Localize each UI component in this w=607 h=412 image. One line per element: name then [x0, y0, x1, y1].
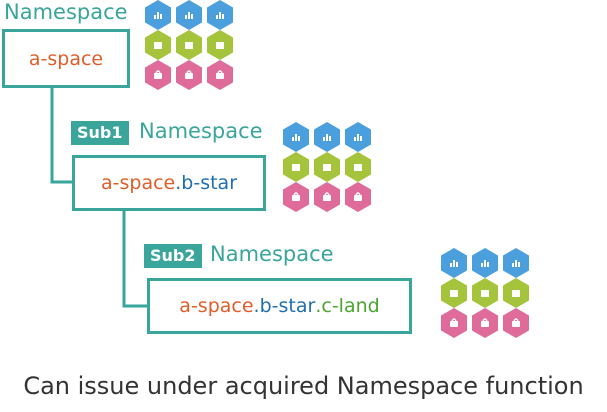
- name-segment: c-land: [321, 295, 380, 317]
- hexagon-tile: [314, 152, 340, 182]
- hexagon-tile: [503, 248, 529, 278]
- bag-icon: [292, 192, 300, 201]
- hexagon-tile: [207, 60, 233, 90]
- hexagon-tile: [283, 152, 309, 182]
- hexagon-grid-level1: [145, 0, 233, 90]
- hexagon-tile: [472, 248, 498, 278]
- hexagon-tile: [472, 278, 498, 308]
- hexagon-tile: [176, 60, 202, 90]
- connector-level1-to-level2: [50, 88, 72, 184]
- box-icon: [354, 164, 362, 171]
- namespace-box-level3: a-space.b-star.c-land: [147, 278, 412, 334]
- hexagon-tile: [314, 122, 340, 152]
- hexagon-tile: [145, 60, 171, 90]
- namespace-label-level2: Namespace: [139, 119, 263, 143]
- box-icon: [154, 42, 162, 49]
- diagram-caption: Can issue under acquired Namespace funct…: [23, 372, 584, 400]
- namespace-box-level2: a-space.b-star: [72, 155, 266, 211]
- bag-icon: [354, 192, 362, 201]
- hexagon-tile: [207, 30, 233, 60]
- name-segment: a-space: [179, 295, 254, 317]
- hexagon-tile: [503, 278, 529, 308]
- chart-icon: [216, 12, 224, 19]
- box-icon: [292, 164, 300, 171]
- namespace-label-level1: Namespace: [4, 0, 128, 24]
- name-separator: .: [315, 295, 322, 317]
- bag-icon: [185, 70, 193, 79]
- hexagon-tile: [283, 182, 309, 212]
- chart-icon: [450, 260, 458, 267]
- connector-level2-to-level3: [122, 210, 147, 308]
- hexagon-tile: [503, 308, 529, 338]
- bag-icon: [450, 318, 458, 327]
- name-separator: .: [253, 295, 260, 317]
- chart-icon: [185, 12, 193, 19]
- hexagon-tile: [145, 0, 171, 30]
- name-separator: .: [175, 172, 182, 194]
- hexagon-tile: [283, 122, 309, 152]
- box-icon: [450, 290, 458, 297]
- name-segment: a-space: [100, 172, 176, 194]
- chart-icon: [323, 134, 331, 141]
- namespace-box-level1: a-space: [2, 29, 130, 88]
- bag-icon: [216, 70, 224, 79]
- bag-icon: [481, 318, 489, 327]
- chart-icon: [154, 12, 162, 19]
- box-icon: [481, 290, 489, 297]
- box-icon: [512, 290, 520, 297]
- hexagon-tile: [314, 182, 340, 212]
- hexagon-tile: [441, 308, 467, 338]
- hexagon-tile: [345, 122, 371, 152]
- hexagon-tile: [472, 308, 498, 338]
- sub2-badge: Sub2: [144, 244, 202, 268]
- hexagon-tile: [345, 152, 371, 182]
- hexagon-tile: [176, 30, 202, 60]
- hexagon-tile: [176, 0, 202, 30]
- chart-icon: [512, 260, 520, 267]
- chart-icon: [481, 260, 489, 267]
- hexagon-tile: [145, 30, 171, 60]
- chart-icon: [354, 134, 362, 141]
- hexagon-tile: [207, 0, 233, 30]
- box-icon: [323, 164, 331, 171]
- name-segment: a-space: [28, 47, 104, 70]
- box-icon: [185, 42, 193, 49]
- chart-icon: [292, 134, 300, 141]
- name-segment: b-star: [259, 295, 316, 317]
- box-icon: [216, 42, 224, 49]
- hexagon-tile: [345, 182, 371, 212]
- hexagon-grid-level3: [441, 248, 529, 338]
- hexagon-tile: [441, 278, 467, 308]
- bag-icon: [323, 192, 331, 201]
- bag-icon: [512, 318, 520, 327]
- namespace-label-level3: Namespace: [210, 242, 334, 266]
- hexagon-tile: [441, 248, 467, 278]
- sub1-badge: Sub1: [71, 121, 129, 145]
- hexagon-grid-level2: [283, 122, 371, 212]
- name-segment: b-star: [181, 172, 238, 194]
- bag-icon: [154, 70, 162, 79]
